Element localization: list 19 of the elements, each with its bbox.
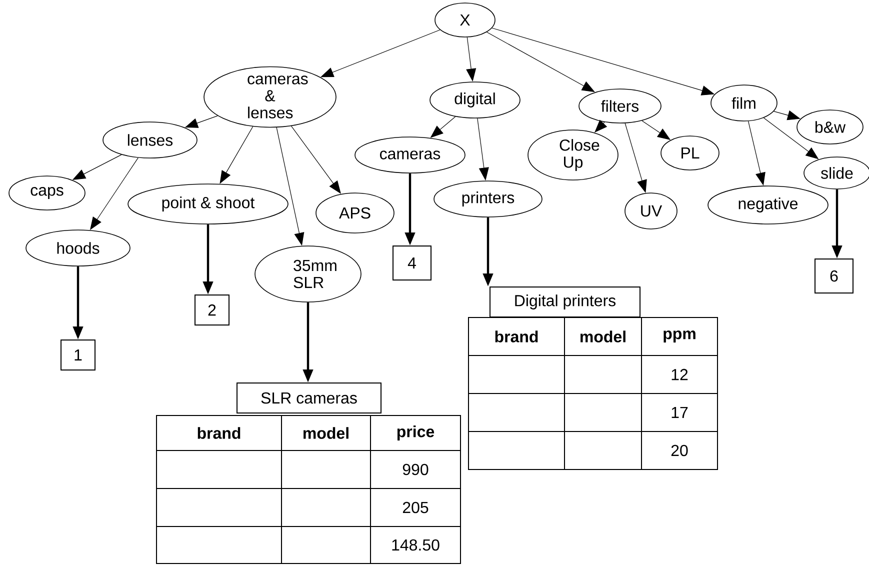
label-box: Digital printers — [490, 286, 640, 318]
label-box: 6 — [814, 258, 854, 294]
table-cell: brand — [156, 415, 282, 451]
table-cell: 20 — [641, 431, 718, 470]
table-cell: 148.50 — [370, 526, 461, 564]
table-cell: model — [281, 415, 371, 451]
label-box: 2 — [194, 294, 230, 326]
table-cell: ppm — [641, 317, 718, 356]
table-cell: 205 — [370, 488, 461, 527]
table-cell: 12 — [641, 355, 718, 394]
table-cell: price — [370, 415, 461, 451]
arrow — [486, 32, 595, 92]
table-cell: brand — [468, 317, 565, 356]
label-box: 4 — [392, 246, 432, 280]
table-cell: 17 — [641, 393, 718, 432]
label-box: SLR cameras — [236, 382, 382, 414]
label-box: 1 — [60, 340, 96, 370]
table-cell: model — [564, 317, 642, 356]
table-cell: 990 — [370, 450, 461, 489]
